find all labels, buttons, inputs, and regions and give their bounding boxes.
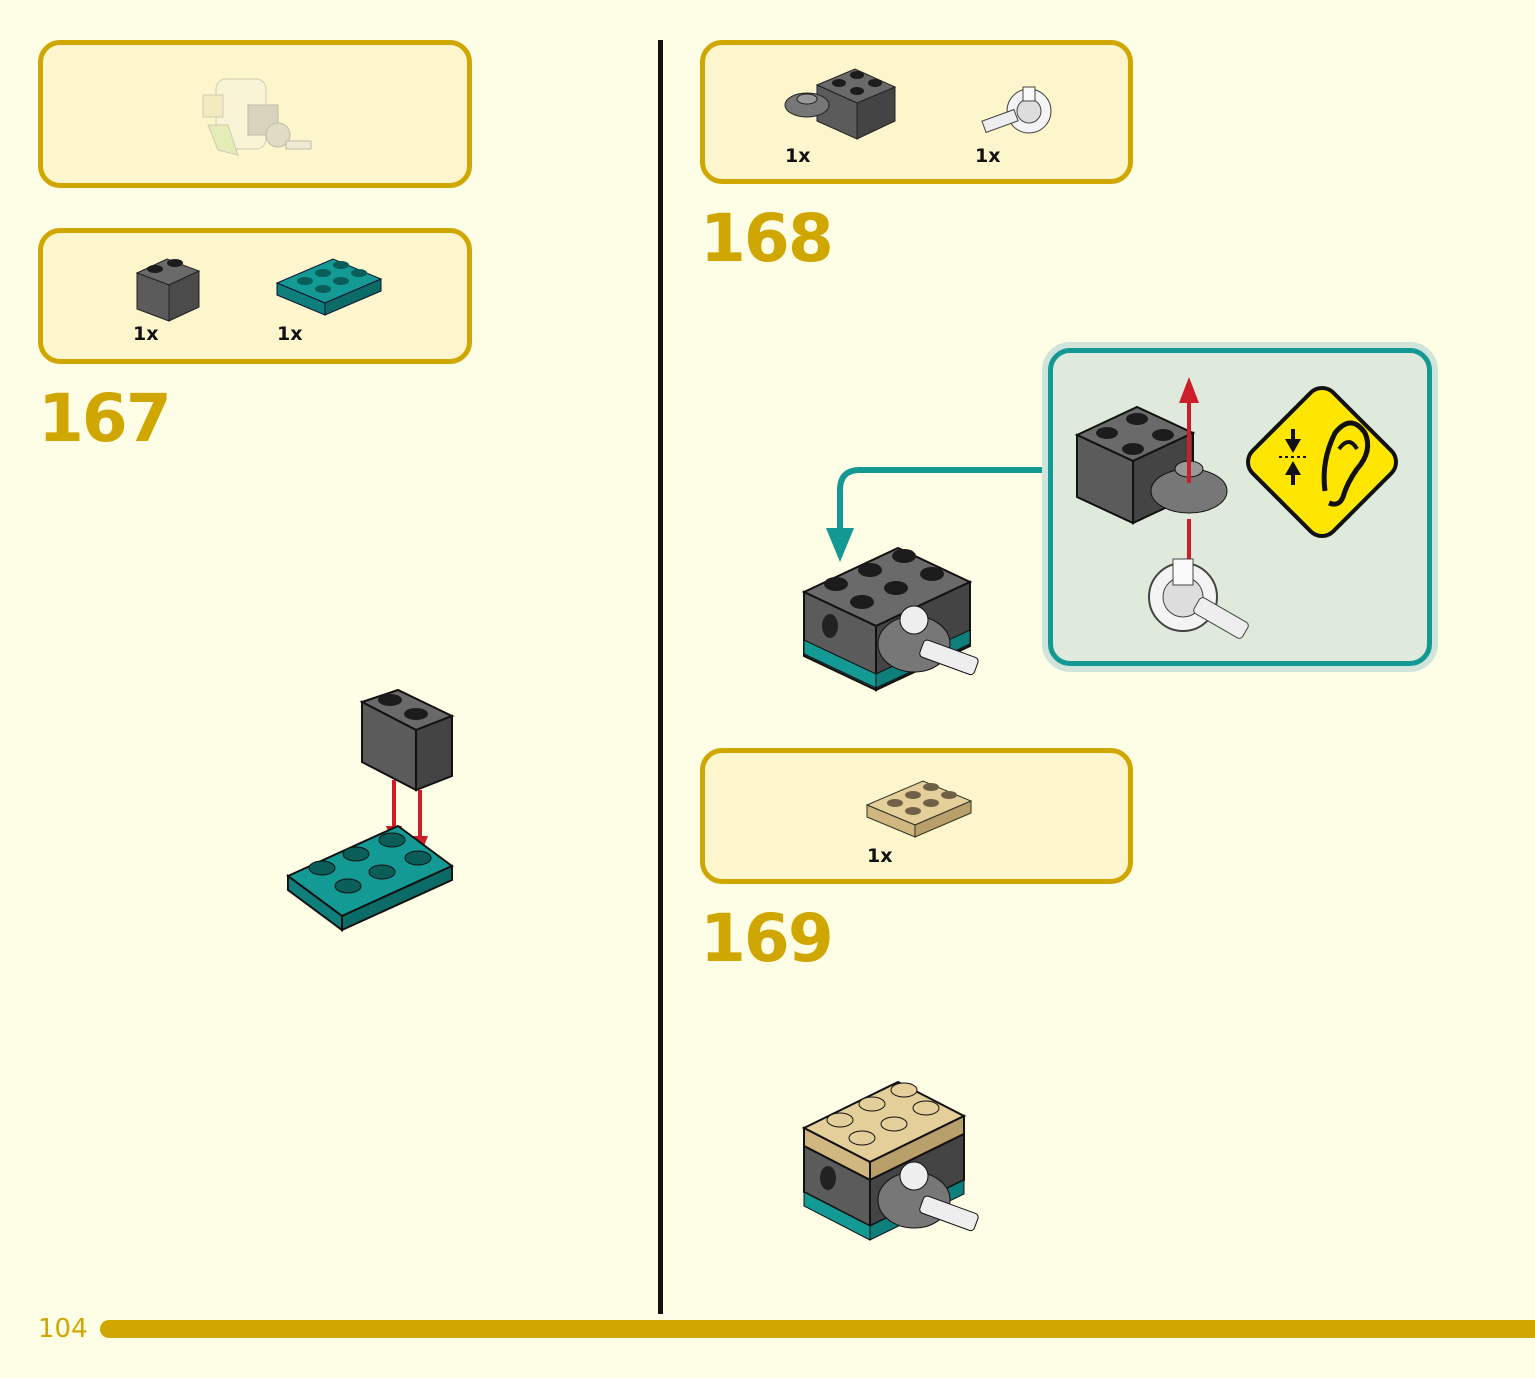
step-169-parts-box: 1x [700, 748, 1133, 884]
step-168-number: 168 [700, 200, 834, 277]
page-number: 104 [38, 1314, 88, 1344]
step-168-parts-box: 1x 1x [700, 40, 1133, 184]
model-preview-box [38, 40, 472, 188]
step-169-assembly-image [801, 1080, 979, 1241]
footer-bar [100, 1320, 1535, 1338]
part-tan-plate [865, 780, 973, 838]
model-preview-image [202, 78, 312, 156]
column-divider [658, 40, 663, 1314]
rotate-arrow-icon [826, 467, 1050, 562]
step-168-part-2-qty: 1x [975, 145, 1001, 167]
step-167-part-1-qty: 1x [133, 323, 159, 345]
step-168-assembly-image [801, 546, 979, 692]
part-teal-plate [275, 258, 383, 316]
ear-icon [1321, 420, 1371, 507]
step-169-part-1-qty: 1x [867, 845, 893, 867]
part-white-pin-connector [981, 86, 1052, 134]
step-167-number: 167 [38, 380, 172, 457]
callout-assembly-image [1074, 377, 1249, 639]
click-sound-warning-icon [1246, 386, 1398, 538]
step-167-part-2-qty: 1x [277, 323, 303, 345]
part-dark-gray-brick [135, 258, 201, 322]
part-dark-gray-brick-with-pin [784, 68, 897, 140]
step-169-number: 169 [700, 900, 834, 977]
step-168-part-1-qty: 1x [785, 145, 811, 167]
step-167-parts-box: 1x 1x [38, 228, 472, 364]
step-167-assembly-image [286, 688, 455, 932]
step-168-callout [1048, 348, 1432, 666]
